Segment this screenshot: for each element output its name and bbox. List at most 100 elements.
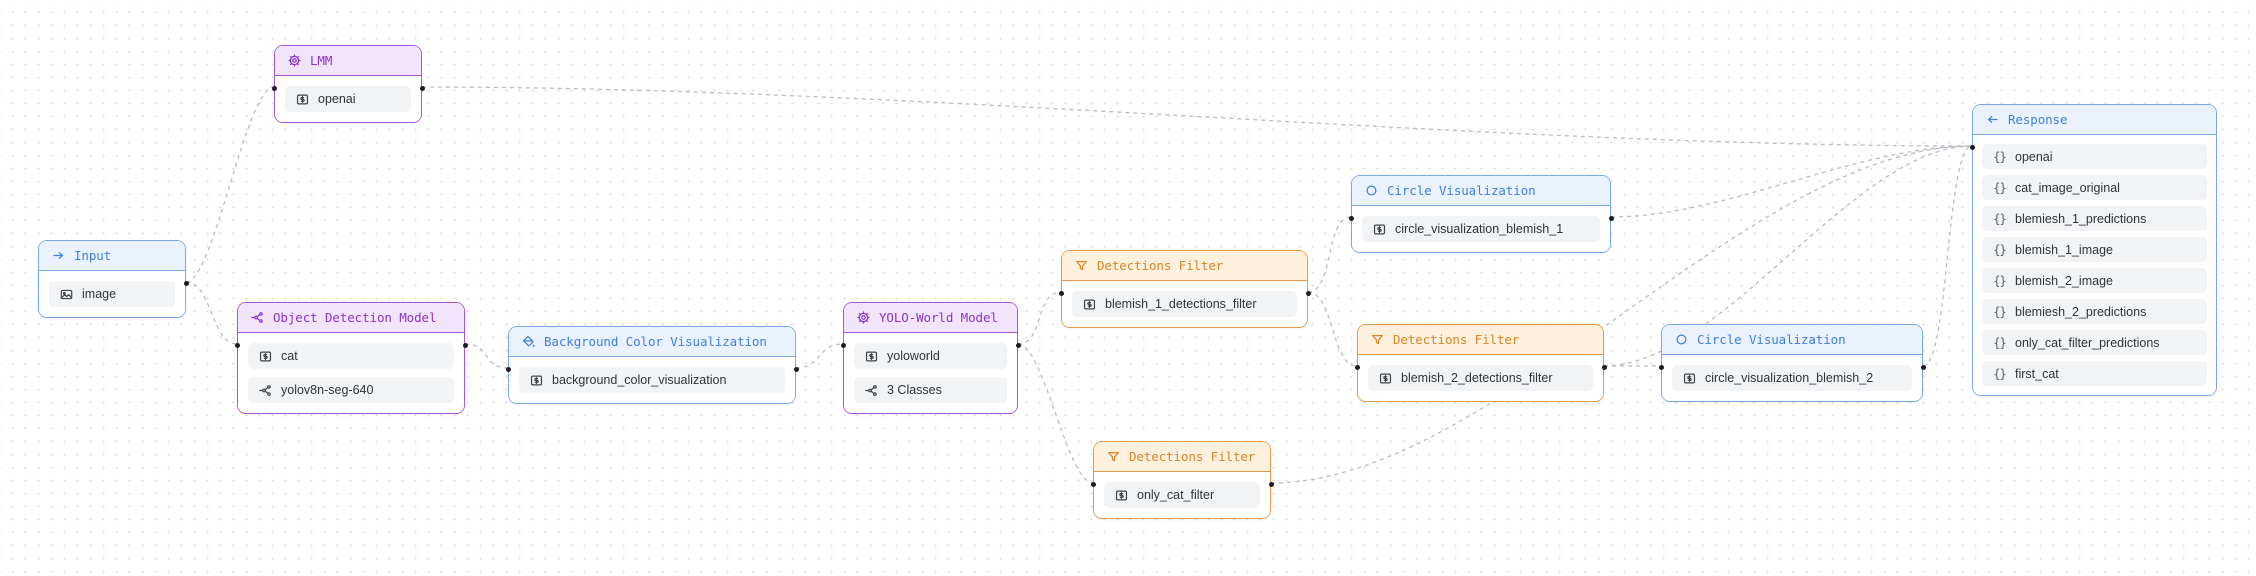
node-yolo-world-model[interactable]: YOLO-World Model yoloworld 3 Classes bbox=[840, 302, 1021, 414]
node-body: blemish_2_detections_filter bbox=[1358, 355, 1603, 401]
node-property-row[interactable]: only_cat_filter bbox=[1104, 482, 1260, 508]
block-icon bbox=[1373, 223, 1386, 236]
connection-handle-left[interactable] bbox=[840, 342, 846, 348]
block-icon bbox=[1115, 489, 1128, 502]
row-label: openai bbox=[2015, 149, 2053, 164]
block-icon bbox=[259, 350, 272, 363]
node-response[interactable]: Response{}openai{}cat_image_original{}bl… bbox=[1969, 104, 2217, 396]
connection-handle-right[interactable] bbox=[419, 85, 425, 91]
row-label: image bbox=[82, 287, 117, 301]
connection-handle-left[interactable] bbox=[505, 366, 511, 372]
response-output-row[interactable]: {}blemiesh_2_predictions bbox=[1982, 299, 2207, 324]
connection-handle-left[interactable] bbox=[271, 85, 277, 91]
response-output-row[interactable]: {}blemiesh_1_predictions bbox=[1982, 206, 2207, 231]
node-title: Background Color Visualization bbox=[544, 334, 767, 349]
response-output-row[interactable]: {}cat_image_original bbox=[1982, 175, 2207, 200]
row-label: only_cat_filter bbox=[1137, 488, 1215, 502]
node-circle-visualization-blemish-2[interactable]: Circle Visualization circle_visualization… bbox=[1658, 324, 1926, 402]
paint-icon bbox=[522, 335, 535, 348]
node-body: circle_visualization_blemish_2 bbox=[1662, 355, 1922, 401]
node-header[interactable]: Detections Filter bbox=[1358, 325, 1603, 355]
connection-handle-right[interactable] bbox=[183, 280, 189, 286]
node-header[interactable]: YOLO-World Model bbox=[844, 303, 1017, 333]
node-background-color-visualization[interactable]: Background Color Visualization background… bbox=[505, 326, 799, 404]
edge-input-to-lmm bbox=[185, 86, 275, 283]
response-output-row[interactable]: {}only_cat_filter_predictions bbox=[1982, 330, 2207, 355]
block-icon bbox=[530, 374, 543, 387]
filter-icon bbox=[1371, 333, 1384, 346]
response-output-row[interactable]: {}blemish_2_image bbox=[1982, 268, 2207, 293]
node-property-row[interactable]: image bbox=[49, 281, 175, 307]
connection-handle-right[interactable] bbox=[462, 342, 468, 348]
node-property-row[interactable]: blemish_1_detections_filter bbox=[1072, 291, 1297, 317]
node-detections-filter-blemish-1[interactable]: Detections Filter blemish_1_detections_fi… bbox=[1058, 250, 1311, 328]
node-circle-visualization-blemish-1[interactable]: Circle Visualization circle_visualization… bbox=[1348, 175, 1614, 253]
connection-handle-left[interactable] bbox=[1658, 364, 1664, 370]
row-label: yoloworld bbox=[887, 349, 940, 363]
edge-detections-filter-blemish-1-to-detections-filter-blemish-2 bbox=[1307, 291, 1358, 367]
node-lmm[interactable]: LMM openai bbox=[271, 45, 425, 123]
node-header[interactable]: Detections Filter bbox=[1094, 442, 1270, 472]
row-label: first_cat bbox=[2015, 366, 2059, 381]
edge-yolo-world-model-to-detections-filter-only-cat bbox=[1017, 343, 1094, 484]
connection-handle-right[interactable] bbox=[1268, 481, 1274, 487]
row-label: yolov8n-seg-640 bbox=[281, 383, 374, 397]
node-header[interactable]: Object Detection Model bbox=[238, 303, 464, 333]
connection-handle-right[interactable] bbox=[1015, 342, 1021, 348]
node-header[interactable]: Response bbox=[1973, 105, 2216, 135]
connection-handle-left[interactable] bbox=[1058, 290, 1064, 296]
connection-handle-left[interactable] bbox=[1348, 215, 1354, 221]
node-body: circle_visualization_blemish_1 bbox=[1352, 206, 1610, 252]
response-output-row[interactable]: {}openai bbox=[1982, 144, 2207, 169]
node-property-row[interactable]: yoloworld bbox=[854, 343, 1007, 369]
row-label: only_cat_filter_predictions bbox=[2015, 335, 2160, 350]
connection-handle-left[interactable] bbox=[1354, 364, 1360, 370]
node-title: Circle Visualization bbox=[1697, 332, 1846, 347]
gear-icon bbox=[857, 311, 870, 324]
node-property-row[interactable]: circle_visualization_blemish_1 bbox=[1362, 216, 1600, 242]
node-property-row[interactable]: yolov8n-seg-640 bbox=[248, 377, 454, 403]
row-label: blemish_2_detections_filter bbox=[1401, 371, 1553, 385]
edge-circle-visualization-blemish-1-to-response bbox=[1610, 145, 1973, 218]
circle-icon bbox=[1675, 333, 1688, 346]
node-object-detection-model[interactable]: Object Detection Model cat yolov8n-seg-640 bbox=[234, 302, 468, 414]
node-header[interactable]: Input bbox=[39, 241, 185, 271]
node-property-row[interactable]: cat bbox=[248, 343, 454, 369]
node-property-row[interactable]: background_color_visualization bbox=[519, 367, 785, 393]
edge-object-detection-model-to-background-color-visualization bbox=[464, 343, 509, 369]
connection-handle-left[interactable] bbox=[1969, 144, 1975, 150]
network-icon bbox=[259, 384, 272, 397]
node-detections-filter-blemish-2[interactable]: Detections Filter blemish_2_detections_fi… bbox=[1354, 324, 1607, 402]
connection-handle-left[interactable] bbox=[234, 342, 240, 348]
node-property-row[interactable]: openai bbox=[285, 86, 411, 112]
network-icon bbox=[865, 384, 878, 397]
response-output-row[interactable]: {}blemish_1_image bbox=[1982, 237, 2207, 262]
connection-handle-right[interactable] bbox=[1920, 364, 1926, 370]
node-property-row[interactable]: 3 Classes bbox=[854, 377, 1007, 403]
node-header[interactable]: Detections Filter bbox=[1062, 251, 1307, 281]
node-header[interactable]: Background Color Visualization bbox=[509, 327, 795, 357]
node-header[interactable]: LMM bbox=[275, 46, 421, 76]
node-header[interactable]: Circle Visualization bbox=[1352, 176, 1610, 206]
node-header[interactable]: Circle Visualization bbox=[1662, 325, 1922, 355]
connection-handle-left[interactable] bbox=[1090, 481, 1096, 487]
connection-handle-right[interactable] bbox=[793, 366, 799, 372]
node-title: LMM bbox=[310, 53, 333, 68]
node-body: image bbox=[39, 271, 185, 317]
row-label: blemiesh_2_predictions bbox=[2015, 304, 2147, 319]
gear-icon bbox=[288, 54, 301, 67]
connection-handle-right[interactable] bbox=[1608, 215, 1614, 221]
connection-handle-right[interactable] bbox=[1601, 364, 1607, 370]
node-detections-filter-only-cat[interactable]: Detections Filter only_cat_filter bbox=[1090, 441, 1274, 519]
curly-braces-icon: {} bbox=[1993, 180, 2006, 195]
node-property-row[interactable]: blemish_2_detections_filter bbox=[1368, 365, 1593, 391]
edge-input-to-object-detection-model bbox=[185, 281, 238, 345]
node-property-row[interactable]: circle_visualization_blemish_2 bbox=[1672, 365, 1912, 391]
response-output-row[interactable]: {}first_cat bbox=[1982, 361, 2207, 386]
edge-background-color-visualization-to-yolo-world-model bbox=[795, 343, 844, 369]
connection-handle-right[interactable] bbox=[1305, 290, 1311, 296]
node-body: yoloworld 3 Classes bbox=[844, 333, 1017, 413]
node-input[interactable]: Input image bbox=[38, 240, 189, 318]
arrow-left-icon bbox=[1986, 113, 1999, 126]
